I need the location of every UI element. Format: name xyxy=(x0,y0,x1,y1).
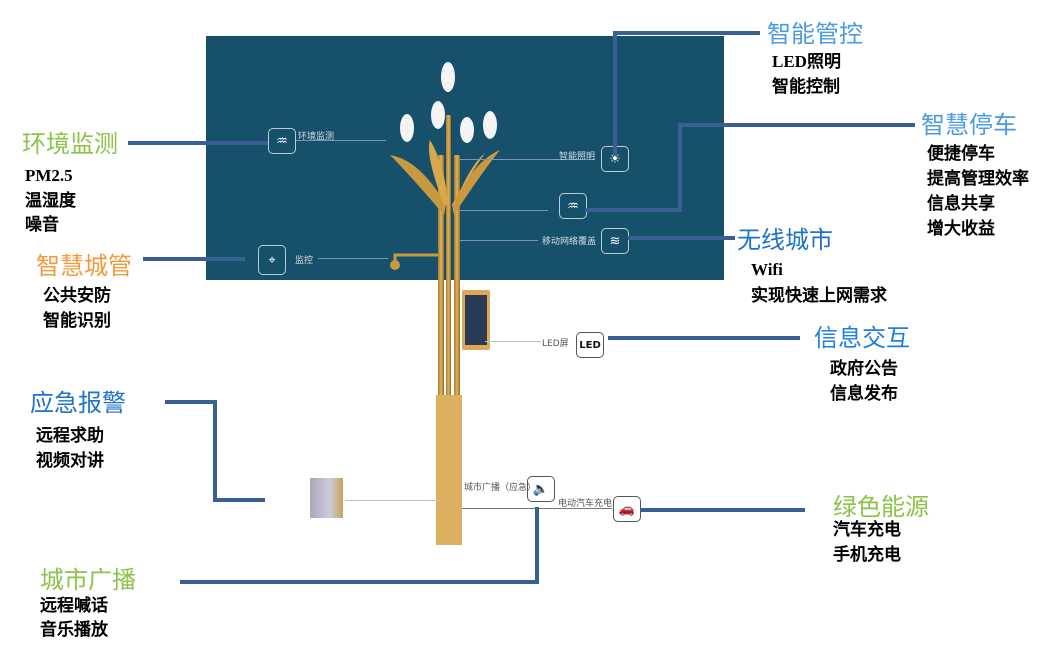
car-charging-icon: 🚗 xyxy=(613,496,641,522)
led-icon: LED xyxy=(576,332,604,358)
connector xyxy=(165,400,217,404)
led-icon-text: LED xyxy=(579,339,601,351)
leader-line xyxy=(485,341,541,342)
connector xyxy=(628,236,735,240)
feature-item: 噪音 xyxy=(25,215,59,234)
connector xyxy=(128,141,268,145)
feature-title: 绿色能源 xyxy=(833,493,929,521)
leader-line xyxy=(460,159,595,160)
feature-title: 信息交互 xyxy=(814,324,910,352)
feature-item: 汽车充电 xyxy=(833,520,901,539)
connector xyxy=(143,257,245,261)
feature-item: LED照明 xyxy=(772,52,841,71)
feature-item: PM2.5 xyxy=(25,166,73,185)
led-label: LED屏 xyxy=(542,339,569,349)
smart-lamp-pole-illustration xyxy=(390,62,500,545)
feature-item: 温湿度 xyxy=(25,191,76,210)
feature-item: 信息发布 xyxy=(830,384,898,403)
parking-monitor-icon: ♒ xyxy=(559,193,587,219)
network-label: 移动网络覆盖 xyxy=(542,237,597,247)
leader-line xyxy=(296,140,386,141)
feature-item: 远程求助 xyxy=(36,426,104,445)
monitor-icon: ♒ xyxy=(268,128,296,154)
feature-item: 提高管理效率 xyxy=(927,169,1029,188)
broadcast-label: 城市广播（应急） xyxy=(464,483,537,493)
feature-item: 信息共享 xyxy=(927,194,995,213)
connector xyxy=(213,498,265,502)
feature-item: 政府公告 xyxy=(830,359,898,378)
connector xyxy=(585,208,682,212)
emergency-call-panel-image xyxy=(310,478,343,518)
feature-title: 应急报警 xyxy=(30,389,126,417)
connector xyxy=(678,123,915,127)
connector xyxy=(180,580,539,584)
feature-item: 公共安防 xyxy=(43,286,111,305)
feature-title: 环境监测 xyxy=(22,130,118,158)
lighting-label: 智能照明 xyxy=(559,152,596,162)
feature-title: 无线城市 xyxy=(737,226,833,254)
env-label: 环境监测 xyxy=(298,132,335,142)
feature-item: 智能控制 xyxy=(772,77,840,96)
feature-title: 智能管控 xyxy=(767,20,863,48)
leader-line xyxy=(345,500,440,501)
feature-item: Wifi xyxy=(751,260,783,279)
feature-item: 视频对讲 xyxy=(36,451,104,470)
ev-label: 电动汽车充电 xyxy=(558,499,613,509)
feature-item: 音乐播放 xyxy=(40,620,108,639)
feature-title: 智慧城管 xyxy=(36,252,132,280)
feature-item: 手机充电 xyxy=(833,545,901,564)
feature-item: 远程喊话 xyxy=(40,596,108,615)
speaker-icon: 🔈 xyxy=(527,476,555,502)
leader-line xyxy=(458,210,548,211)
feature-item: 增大收益 xyxy=(927,219,995,238)
connector xyxy=(641,508,805,512)
camera-icon: ⌖ xyxy=(258,245,286,275)
feature-item: 智能识别 xyxy=(43,311,111,330)
connector xyxy=(535,507,539,584)
feature-title: 城市广播 xyxy=(40,566,136,594)
leader-line xyxy=(458,240,538,241)
connector xyxy=(613,31,760,35)
connector xyxy=(608,336,800,340)
feature-item: 便捷停车 xyxy=(927,144,995,163)
wifi-icon: ≋ xyxy=(601,228,629,254)
feature-title: 智慧停车 xyxy=(921,111,1017,139)
feature-item: 实现快速上网需求 xyxy=(751,286,887,305)
connector xyxy=(213,400,217,502)
monitor-label: 监控 xyxy=(295,256,314,266)
connector xyxy=(613,31,617,155)
leader-line xyxy=(318,258,388,259)
connector xyxy=(678,123,682,212)
